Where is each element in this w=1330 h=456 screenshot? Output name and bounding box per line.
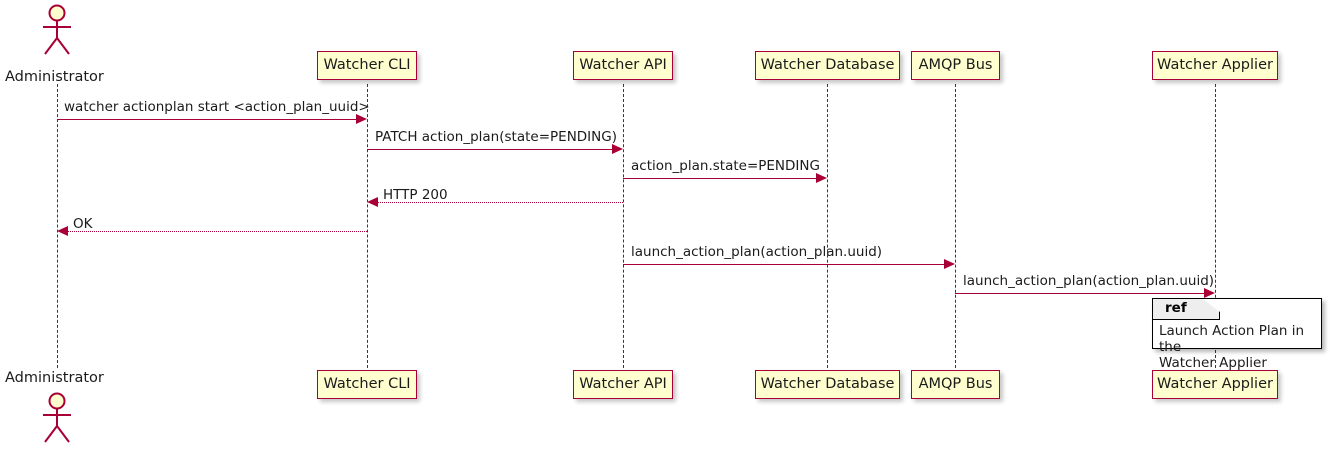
participant-label-watcher-database: Watcher Database (760, 376, 895, 393)
participant-box-watcher-database-bottom[interactable]: Watcher Database (755, 370, 900, 399)
ref-fragment[interactable]: ref Launch Action Plan in the Watcher Ap… (1152, 298, 1322, 371)
message-line-ok (68, 231, 367, 232)
message-line-action-plan-state-pending (623, 178, 816, 179)
participant-label-watcher-applier: Watcher Applier (1157, 57, 1273, 74)
participant-box-watcher-database-top[interactable]: Watcher Database (755, 51, 900, 80)
actor-administrator-bottom (34, 392, 80, 444)
participant-box-watcher-applier-bottom[interactable]: Watcher Applier (1152, 370, 1278, 399)
lifeline-watcher-cli (367, 84, 368, 368)
actor-stick-figure-icon (43, 392, 71, 443)
message-label-action-plan-state-pending: action_plan.state=PENDING (631, 158, 820, 174)
message-line-launch-action-plan-applier (955, 293, 1204, 294)
actor-stick-figure-icon (43, 4, 71, 55)
message-label-http-200: HTTP 200 (383, 187, 448, 203)
participant-label-amqp-bus: AMQP Bus (918, 376, 993, 393)
arrow-head-left-icon (367, 197, 378, 207)
ref-fragment-body: Launch Action Plan in the Watcher Applie… (1159, 323, 1315, 371)
participant-box-watcher-applier-top[interactable]: Watcher Applier (1152, 51, 1278, 80)
lifeline-amqp-bus (955, 84, 956, 368)
message-label-ok: OK (73, 216, 93, 232)
participant-label-watcher-api: Watcher API (579, 57, 667, 74)
ref-fragment-line-1: Launch Action Plan in the (1159, 323, 1305, 355)
message-line-http-200 (378, 202, 623, 203)
arrow-head-right-icon (356, 114, 367, 124)
participant-label-watcher-cli: Watcher CLI (323, 376, 411, 393)
participant-label-watcher-database: Watcher Database (760, 57, 895, 74)
ref-fragment-tab: ref (1153, 299, 1220, 320)
actor-label-administrator-bottom: Administrator (5, 370, 104, 386)
actor-label-administrator-top: Administrator (5, 69, 104, 85)
participant-box-amqp-bus-bottom[interactable]: AMQP Bus (911, 370, 1000, 399)
participant-box-watcher-cli-top[interactable]: Watcher CLI (317, 51, 417, 80)
lifeline-watcher-api (623, 84, 624, 368)
message-line-watcher-actionplan-start (57, 119, 356, 120)
message-label-watcher-actionplan-start: watcher actionplan start <action_plan_uu… (64, 99, 370, 115)
arrow-head-right-icon (816, 173, 827, 183)
participant-box-watcher-api-top[interactable]: Watcher API (573, 51, 673, 80)
ref-fragment-tab-label: ref (1165, 300, 1187, 317)
participant-box-watcher-cli-bottom[interactable]: Watcher CLI (317, 370, 417, 399)
participant-label-amqp-bus: AMQP Bus (918, 57, 993, 74)
message-line-launch-action-plan-amqp (623, 264, 944, 265)
message-label-patch-action-plan: PATCH action_plan(state=PENDING) (375, 129, 617, 145)
message-label-launch-action-plan-amqp: launch_action_plan(action_plan.uuid) (631, 244, 883, 260)
lifeline-watcher-database (827, 84, 828, 368)
ref-fragment-line-2: Watcher Applier (1159, 355, 1267, 371)
participant-box-amqp-bus-top[interactable]: AMQP Bus (911, 51, 1000, 80)
actor-administrator-top (34, 4, 80, 56)
arrow-head-right-icon (1204, 288, 1215, 298)
arrow-head-right-icon (944, 259, 955, 269)
message-label-launch-action-plan-applier: launch_action_plan(action_plan.uuid) (963, 273, 1215, 289)
message-line-patch-action-plan (367, 149, 612, 150)
arrow-head-right-icon (612, 144, 623, 154)
participant-box-watcher-api-bottom[interactable]: Watcher API (573, 370, 673, 399)
arrow-head-left-icon (57, 226, 68, 236)
participant-label-watcher-applier: Watcher Applier (1157, 376, 1273, 393)
lifeline-watcher-applier (1215, 84, 1216, 368)
participant-label-watcher-cli: Watcher CLI (323, 57, 411, 74)
participant-label-watcher-api: Watcher API (579, 376, 667, 393)
